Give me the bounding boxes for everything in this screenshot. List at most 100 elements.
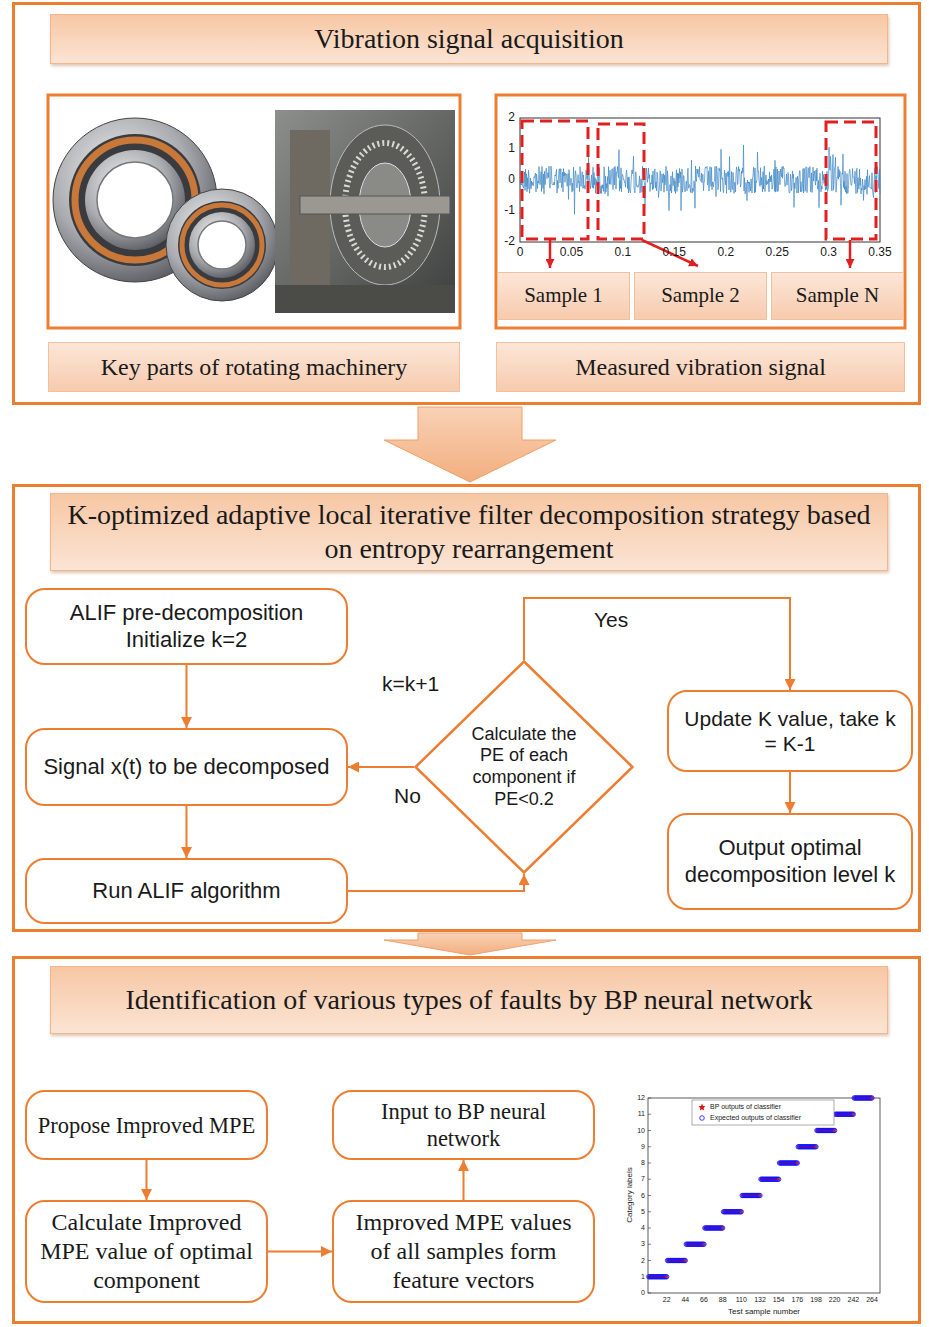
expected-marker — [795, 1161, 799, 1165]
axis-label: 132 — [754, 1296, 766, 1304]
edge-label: Yes — [592, 608, 630, 631]
output-marker — [758, 1195, 760, 1197]
box-text: Update K value, take k = K-1 — [679, 706, 901, 756]
axis-label: 11 — [638, 1110, 645, 1118]
process-box: Propose Improved MPE — [25, 1090, 268, 1160]
output-marker — [721, 1227, 723, 1229]
axis-label: 8 — [641, 1159, 645, 1167]
axis-label: 2 — [508, 111, 515, 124]
output-marker — [834, 1130, 836, 1132]
axis-label: 0.1 — [615, 246, 632, 259]
axis-label: 0 — [508, 173, 515, 186]
box-text: Output optimal decomposition level k — [679, 835, 901, 888]
expected-marker — [870, 1096, 874, 1100]
axis-label: 7 — [641, 1175, 645, 1183]
connector — [146, 1160, 148, 1200]
output-marker — [665, 1276, 667, 1278]
expected-marker — [702, 1242, 706, 1246]
output-marker — [796, 1162, 798, 1164]
axis-label: 0.05 — [560, 246, 583, 259]
signal-axes — [520, 118, 880, 242]
stage-panel: Identification of various types of fault… — [12, 956, 921, 1324]
output-marker — [852, 1113, 854, 1115]
expected-marker — [833, 1128, 837, 1132]
tick — [648, 1244, 651, 1245]
expected-marker — [721, 1226, 725, 1230]
tick — [648, 1114, 651, 1115]
expected-marker — [869, 1096, 873, 1100]
tick — [648, 1130, 651, 1131]
box-text: Key parts of rotating machinery — [57, 353, 451, 382]
axis-label: 198 — [810, 1296, 822, 1304]
axis-label: 176 — [791, 1296, 803, 1304]
output-marker — [871, 1097, 873, 1099]
axis-label: 1 — [641, 1273, 645, 1281]
sample-box: Sample 1 — [497, 272, 630, 320]
decision-diamond: Calculate the PE of each component if PE… — [414, 660, 634, 874]
legend-star — [699, 1104, 706, 1111]
flow-arrow — [384, 407, 556, 482]
expected-marker — [757, 1193, 761, 1197]
output-marker — [852, 1113, 854, 1115]
expected-marker — [683, 1258, 687, 1262]
tick — [648, 1163, 651, 1164]
process-box: Improved MPE values of all samples form … — [332, 1200, 595, 1303]
box-text: Improved MPE values of all samples form … — [344, 1208, 583, 1294]
chart-axes — [648, 1098, 880, 1293]
photo-frame — [48, 95, 460, 328]
expected-marker — [776, 1177, 780, 1181]
flow-arrow — [384, 933, 556, 955]
output-marker — [684, 1260, 686, 1262]
expected-marker — [814, 1145, 818, 1149]
axis-label: 4 — [641, 1224, 645, 1232]
diamond-shape — [416, 662, 633, 873]
output-marker — [684, 1260, 686, 1262]
box-text: Sample 2 — [643, 283, 758, 308]
loop-note: k=k+1 — [382, 672, 439, 695]
axis-label: 0.25 — [765, 246, 788, 259]
axis-label: 0 — [517, 246, 524, 259]
tick — [648, 1276, 651, 1277]
legend-text: Expected outputs of classifier — [710, 1114, 801, 1122]
output-marker — [814, 1146, 816, 1148]
axis-label: 110 — [736, 1296, 747, 1304]
stage-title: Identification of various types of fault… — [50, 966, 888, 1034]
expected-marker — [701, 1242, 705, 1246]
chart-legend-box — [692, 1100, 834, 1125]
output-marker — [777, 1178, 779, 1180]
process-box: Update K value, take k = K-1 — [667, 690, 913, 772]
sample-arrow — [550, 240, 850, 268]
connector — [268, 1251, 332, 1253]
connector — [524, 598, 790, 690]
axis-label: 10 — [637, 1127, 645, 1135]
output-marker — [740, 1211, 742, 1213]
tick — [648, 1195, 651, 1196]
expected-marker — [832, 1128, 836, 1132]
expected-marker — [664, 1275, 668, 1279]
turbine-photo — [275, 110, 455, 313]
box-text: Sample N — [780, 283, 895, 308]
connector — [789, 772, 791, 813]
box-text: Propose Improved MPE — [37, 1112, 256, 1139]
expected-marker — [813, 1145, 817, 1149]
expected-marker — [739, 1210, 743, 1214]
connector — [348, 766, 414, 768]
output-marker — [722, 1227, 724, 1229]
process-box: Input to BP neural network — [332, 1090, 595, 1160]
axis-label: 9 — [641, 1143, 645, 1151]
axis-label: Test sample number — [728, 1308, 800, 1317]
tick — [648, 1293, 651, 1294]
axis-label: 5 — [641, 1208, 645, 1216]
chart-data — [647, 1096, 875, 1293]
stage-title: Vibration signal acquisition — [50, 14, 888, 64]
sample-box: Sample 2 — [634, 272, 767, 320]
tick — [648, 1179, 651, 1180]
process-box: Signal x(t) to be decomposed — [25, 728, 348, 806]
output-marker — [666, 1276, 668, 1278]
axis-label: -2 — [504, 235, 515, 248]
legend-text: BP outputs of classifier — [710, 1103, 781, 1111]
process-box: Output optimal decomposition level k — [667, 813, 913, 910]
connector — [463, 1160, 465, 1200]
tick — [648, 1260, 651, 1261]
process-box: ALIF pre-decomposition Initialize k=2 — [25, 588, 348, 665]
